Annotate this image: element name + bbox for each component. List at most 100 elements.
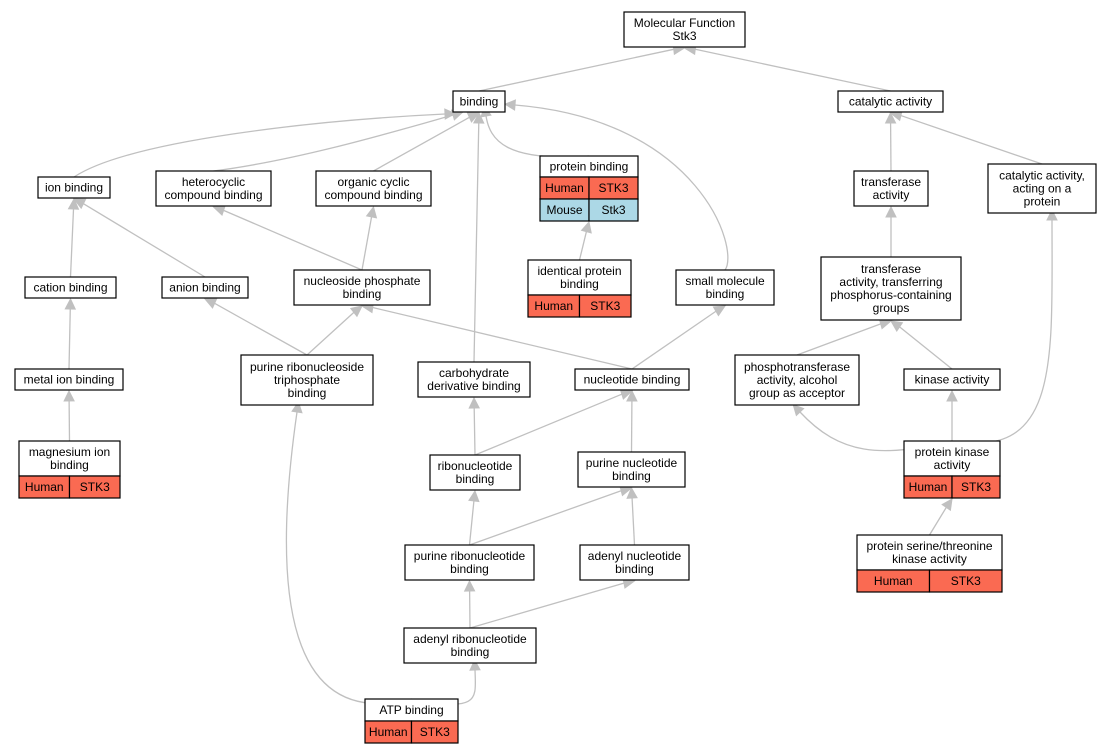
edge-arrowhead [63, 389, 75, 402]
gene-cell [951, 475, 1001, 499]
term-box [527, 259, 632, 296]
edge-arrowhead [890, 320, 904, 332]
edge-arrowhead [626, 486, 638, 499]
term-label: activity, alcohol [757, 373, 837, 387]
edge-hetero-to-binding [213, 109, 464, 172]
term-box [574, 368, 690, 391]
species-label: Mouse [546, 203, 582, 217]
edge-line [473, 122, 480, 363]
go-term-ion[interactable]: ion binding [37, 176, 111, 199]
edge-catprot-to-catalytic [889, 110, 1043, 165]
edge-ion-to-binding [73, 108, 457, 178]
edge-arrowhead [203, 298, 218, 309]
gene-label: STK3 [961, 480, 991, 494]
edge-line [83, 203, 206, 278]
edge-carbo-to-binding [472, 111, 485, 363]
edge-line [695, 48, 891, 92]
term-box [161, 276, 249, 299]
edge-line [474, 393, 623, 456]
gene-cell [588, 198, 639, 222]
gene-label: Stk3 [601, 203, 625, 217]
edge-line [469, 582, 625, 629]
term-box [155, 170, 272, 207]
edge-nucphos-to-orgcyc [361, 205, 378, 271]
gene-label: STK3 [590, 299, 620, 313]
term-label: nucleotide binding [584, 373, 681, 387]
edge-purribotri-to-nucphos [306, 305, 363, 356]
edge-line [514, 104, 729, 271]
term-label: binding [706, 287, 745, 301]
gene-cell [578, 294, 632, 318]
gene-cell [68, 475, 121, 499]
go-term-metal[interactable]: metal ion binding [14, 368, 124, 391]
species-label: Human [909, 480, 948, 494]
edge-line [899, 326, 953, 370]
edge-cation-to-ion [67, 197, 80, 278]
go-term-nucleotide[interactable]: nucleotide binding [574, 368, 690, 391]
go-term-kinase[interactable]: kinase activity [903, 368, 1001, 391]
term-label: ribonucleotide [438, 459, 513, 473]
edge-line [631, 497, 636, 546]
edge-ribonuc-to-nucleotide [474, 388, 634, 456]
edge-smallmol-to-binding [503, 99, 729, 271]
term-label: binding [451, 645, 490, 659]
edge-atp-to-adenylribo [411, 658, 481, 705]
edge-arrowhead [291, 400, 303, 414]
edge-line [796, 323, 881, 356]
go-term-binding[interactable]: binding [452, 90, 506, 113]
term-box [37, 176, 111, 199]
term-label: Molecular Function [634, 16, 735, 30]
edge-arrowhead [626, 389, 638, 402]
species-label: Human [874, 574, 913, 588]
term-label: ion binding [45, 181, 103, 195]
term-box [293, 269, 431, 306]
edges-layer [63, 43, 1058, 705]
term-label: adenyl nucleotide [588, 549, 682, 563]
gene-label: STK3 [80, 480, 110, 494]
species-label: Human [534, 299, 573, 313]
go-term-catalytic[interactable]: catalytic activity [837, 90, 944, 113]
edge-line [361, 216, 373, 271]
term-label: anion binding [169, 281, 240, 295]
term-label: compound binding [164, 188, 262, 202]
edge-binding-to-root [478, 43, 686, 92]
edge-protkinase-to-kinase [946, 389, 958, 441]
edge-serthr-to-protkinase [928, 498, 953, 536]
term-box [987, 163, 1097, 214]
edge-line [469, 490, 622, 546]
edge-line [69, 208, 75, 278]
edge-line [485, 115, 590, 158]
term-box [577, 451, 686, 488]
term-label: binding [615, 562, 654, 576]
go-term-anion[interactable]: anion binding [161, 276, 249, 299]
term-label: identical protein [537, 264, 621, 278]
edge-protkinase-to-catprot [951, 208, 1058, 444]
term-label: catalytic activity, [999, 169, 1085, 183]
edge-line [951, 219, 1053, 444]
go-term-cation[interactable]: cation binding [24, 276, 117, 299]
edge-arrowhead [472, 111, 485, 124]
